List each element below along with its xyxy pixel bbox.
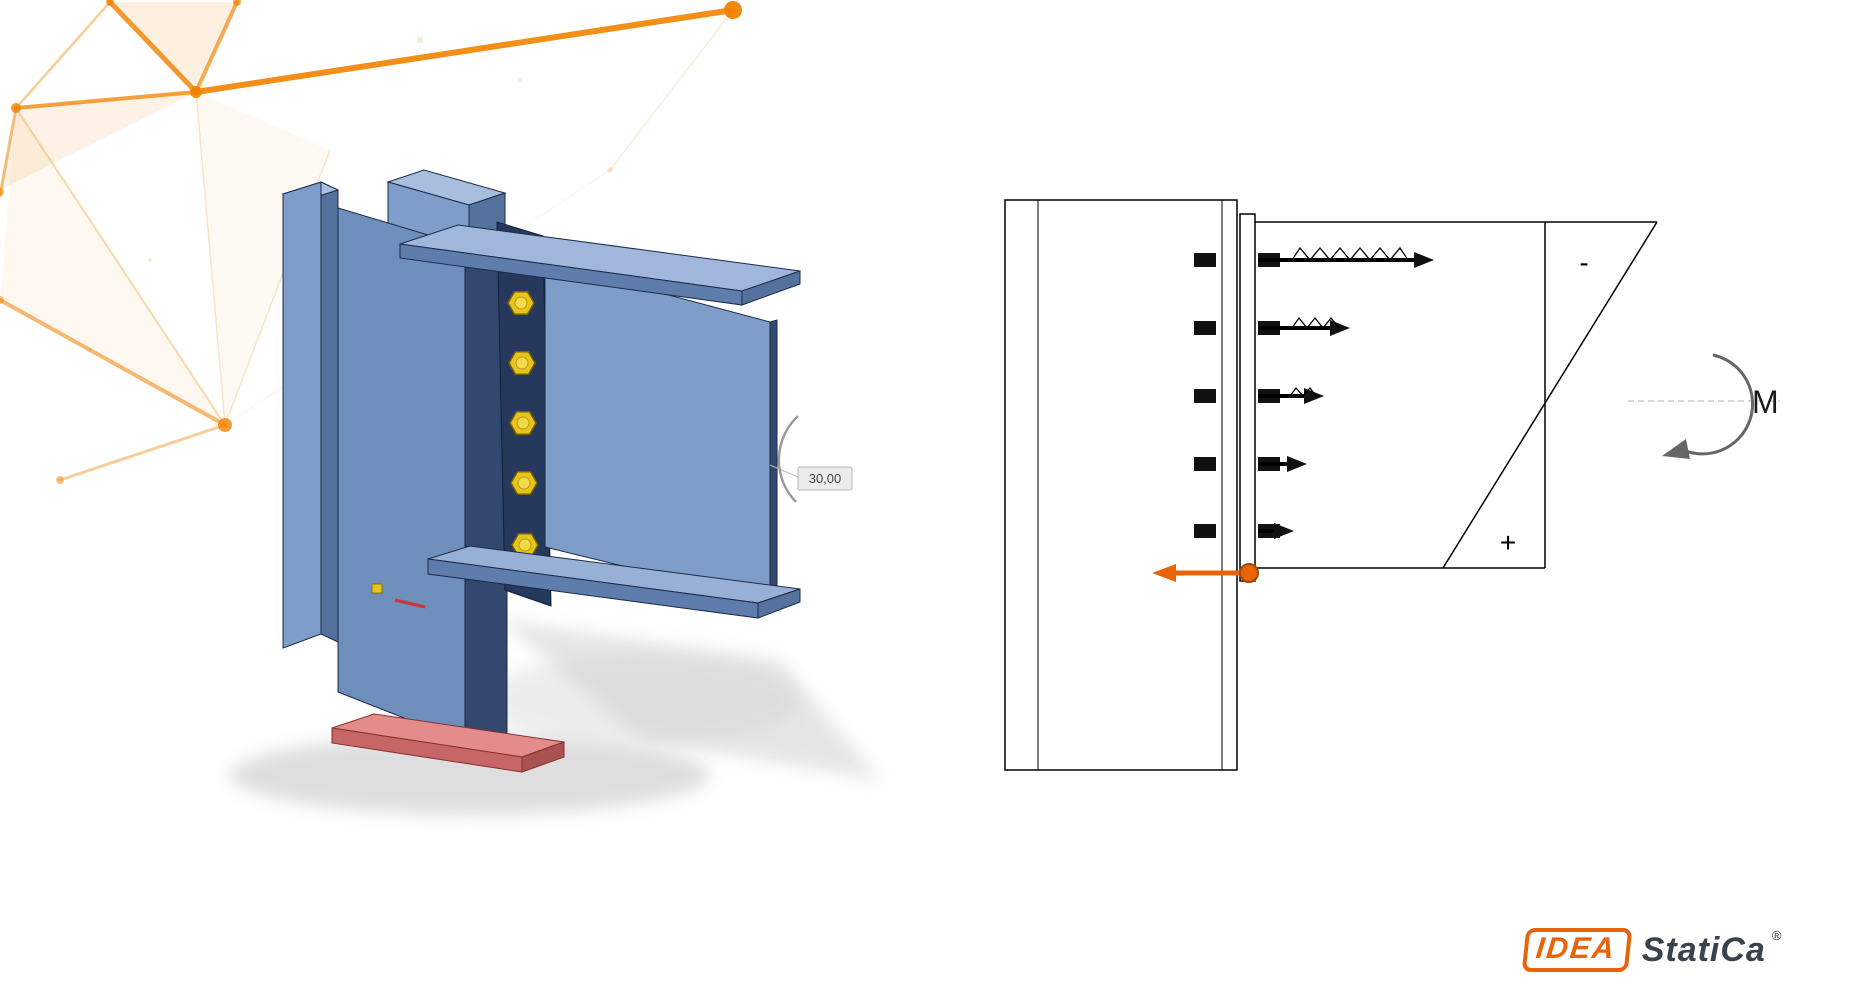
network-node	[190, 86, 202, 98]
column-left-flange-side	[320, 181, 339, 643]
bolt-row	[1194, 246, 1434, 268]
moment-arrow-icon	[1678, 353, 1755, 456]
network-node	[233, 0, 241, 6]
column-outline	[1004, 199, 1238, 771]
end-plate-outline	[1239, 213, 1256, 582]
registered-mark: ®	[1771, 928, 1782, 943]
base-plate-side	[521, 741, 565, 773]
bolt-row	[1194, 523, 1294, 539]
spring-icon	[1291, 316, 1340, 330]
network-node	[0, 188, 4, 196]
compression-node	[1239, 563, 1259, 583]
bolt-left-square	[1194, 321, 1216, 335]
network-facet	[0, 92, 196, 190]
network-node	[0, 296, 4, 304]
bolt-left-square	[1194, 457, 1216, 471]
network-node	[724, 1, 742, 19]
dimension-leader-line	[769, 464, 799, 478]
bolt-icon	[510, 470, 538, 496]
force-arrowhead	[1330, 320, 1350, 336]
force-arrowhead	[1414, 252, 1434, 268]
bolt-row	[1194, 316, 1350, 336]
bolt-left-square	[1194, 524, 1216, 538]
network-node	[11, 103, 21, 113]
tension-sign: -	[1579, 247, 1588, 278]
network-facet	[196, 92, 330, 425]
compression-arrowhead	[1152, 564, 1176, 582]
connection-force-diagram: - +	[1004, 199, 1780, 771]
spring-icon	[1289, 386, 1317, 397]
bolt-row	[1194, 456, 1307, 472]
network-line	[14, 0, 112, 110]
network-line	[15, 107, 226, 426]
stress-diagonal	[1442, 221, 1658, 569]
network-line	[193, 7, 736, 95]
network-node	[417, 37, 423, 43]
weld-marker-red	[394, 598, 426, 609]
rotation-arc-icon	[777, 415, 799, 503]
end-plate	[496, 221, 552, 607]
network-decoration	[0, 0, 742, 484]
column-3d	[281, 169, 508, 755]
network-facet	[0, 108, 225, 425]
force-arrowhead	[1274, 523, 1294, 539]
network-line	[609, 9, 734, 171]
network-line	[0, 298, 227, 427]
dimension-label: 30,00	[809, 471, 842, 486]
compression-reaction	[1152, 563, 1259, 583]
moment-label: M	[1752, 384, 1779, 420]
bolt-row	[1194, 386, 1324, 404]
idea-logo-box: IDEA	[1521, 928, 1632, 972]
beam-bottom-flange-end	[757, 588, 801, 619]
shadow-blob	[480, 655, 800, 745]
statica-logo-text: StatiCa	[1641, 931, 1766, 969]
bolt-left-square	[1194, 389, 1216, 403]
dimension-callout: 30,00	[769, 415, 853, 503]
network-line	[14, 90, 198, 110]
shadow-blob	[230, 735, 710, 815]
network-node	[106, 0, 114, 6]
compression-sign: +	[1500, 527, 1516, 558]
bolt-icon	[508, 350, 536, 376]
base-plate	[331, 713, 565, 773]
moment-arrowhead	[1662, 439, 1690, 459]
spring-icon	[1291, 246, 1409, 262]
bolt-left-square	[1194, 253, 1216, 267]
network-node	[148, 258, 152, 262]
force-arrowhead	[1304, 388, 1324, 404]
column-outer-rect	[1004, 199, 1238, 771]
weld-marker-yellow	[371, 583, 383, 594]
bolt-icon	[507, 290, 535, 316]
beam-3d	[399, 224, 801, 619]
moment-annotation: M	[1628, 353, 1780, 459]
network-line	[58, 423, 227, 482]
network-node	[518, 78, 522, 82]
beam-web-face	[544, 261, 771, 603]
network-node	[56, 476, 64, 484]
idea-statica-logo: IDEA StatiCa ®	[1521, 926, 1782, 974]
model-shadow	[230, 620, 880, 815]
network-line	[107, 0, 199, 95]
network-line	[0, 106, 18, 198]
network-line	[195, 91, 226, 426]
beam-outline	[1255, 221, 1658, 569]
bolt-icon	[511, 532, 539, 558]
bolt-icon	[509, 410, 537, 436]
force-arrowhead	[1287, 456, 1307, 472]
column-left-flange-front	[282, 181, 322, 649]
beam-top-flange-end	[741, 270, 801, 306]
network-line	[194, 0, 239, 94]
network-node	[218, 418, 232, 432]
dimension-label-box	[797, 466, 853, 491]
beam-web-end-edge	[769, 319, 778, 603]
hero-3d-illustration: 30,00	[0, 0, 880, 815]
network-node	[88, 348, 92, 352]
column-web-face	[337, 207, 466, 743]
network-node	[607, 167, 613, 173]
